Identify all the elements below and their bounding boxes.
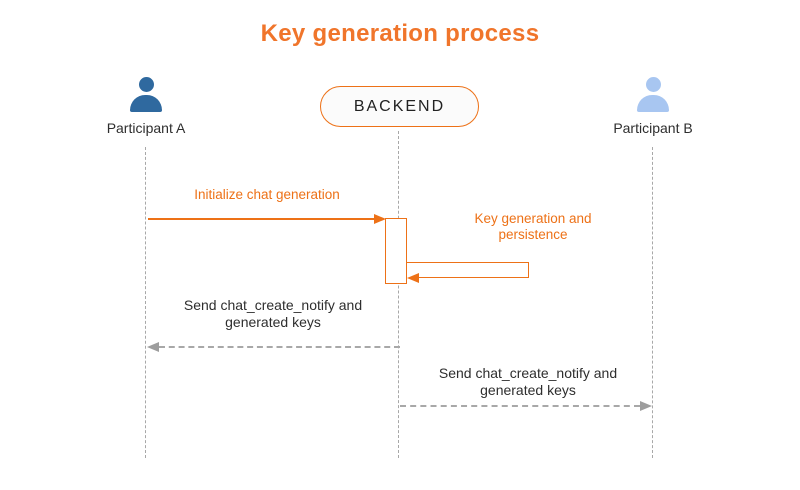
- backend-label: BACKEND: [353, 97, 446, 115]
- message-key-gen-label: Key generation and persistence: [474, 211, 592, 243]
- arrowhead-right-icon: [374, 214, 386, 224]
- backend-activation-bar: [385, 218, 407, 284]
- self-loop-right-line: [528, 262, 529, 278]
- lifeline-backend: [398, 131, 399, 458]
- lifeline-participant-b: [652, 147, 653, 458]
- message-notify-a-line: [159, 346, 400, 348]
- arrowhead-left-icon: [407, 273, 419, 283]
- message-notify-b-label: Send chat_create_notify and generated ke…: [438, 365, 618, 399]
- self-loop-bottom-line: [418, 277, 529, 278]
- message-init-chat-line: [148, 218, 375, 220]
- participant-b-person-icon: [636, 77, 670, 115]
- person-head: [138, 77, 154, 92]
- self-loop-top-line: [407, 262, 529, 263]
- participant-a-label: Participant A: [106, 120, 186, 136]
- participant-a-person-icon: [129, 77, 163, 115]
- person-body: [637, 95, 669, 112]
- message-notify-b-line: [400, 405, 640, 407]
- person-head: [645, 77, 661, 92]
- arrowhead-right-icon: [640, 401, 652, 411]
- arrowhead-left-icon: [147, 342, 159, 352]
- page-title: Key generation process: [260, 20, 540, 47]
- message-notify-a-label: Send chat_create_notify and generated ke…: [183, 297, 363, 331]
- message-init-chat-label: Initialize chat generation: [194, 187, 340, 202]
- backend-box: BACKEND: [320, 86, 479, 127]
- lifeline-participant-a: [145, 147, 146, 458]
- participant-b-label: Participant B: [613, 120, 693, 136]
- person-body: [130, 95, 162, 112]
